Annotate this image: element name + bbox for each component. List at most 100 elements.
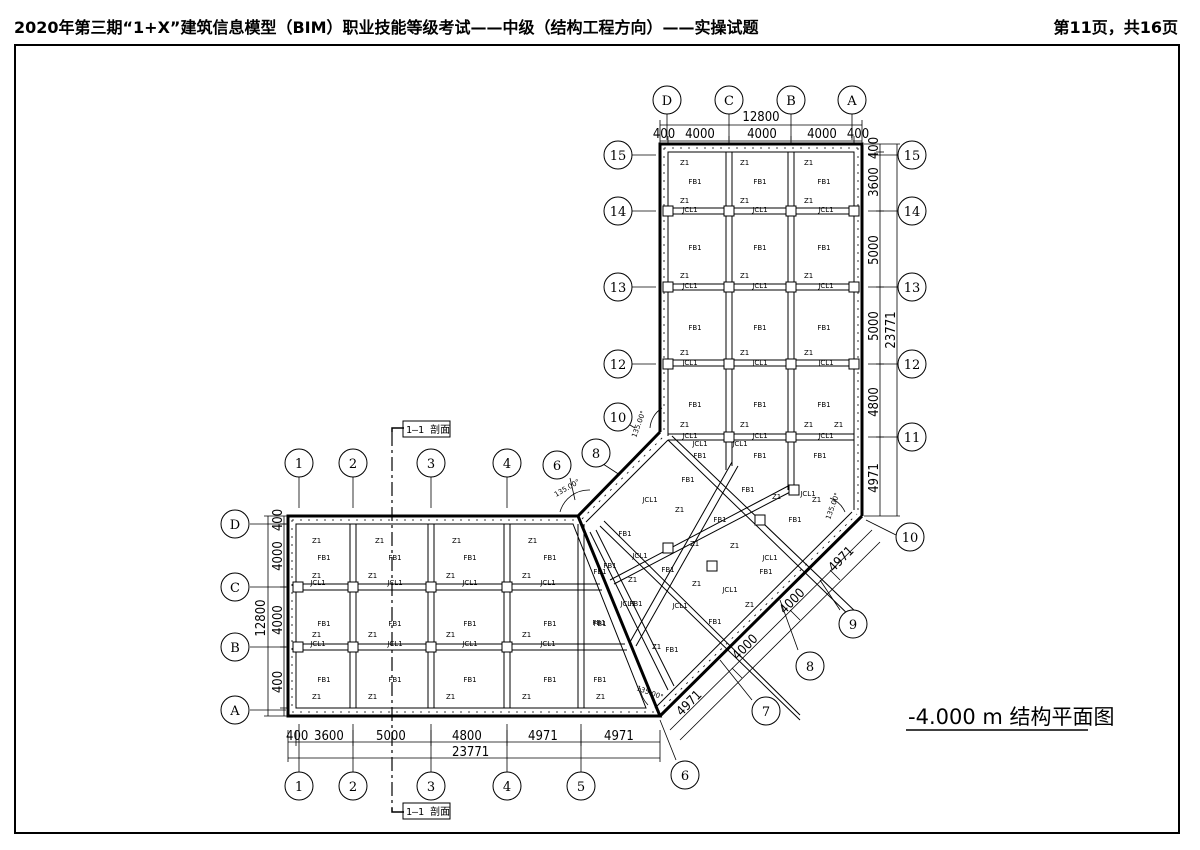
axis-bubble-diag-8: 8 — [806, 660, 814, 675]
dim-diag-0: 4971 — [674, 688, 706, 720]
beam-label-19: JCL1 — [817, 432, 833, 440]
dim-left-0: 400 — [271, 509, 286, 531]
column-label-10: Z1 — [446, 631, 455, 639]
slab-label-31: FB1 — [741, 486, 754, 494]
column-13 — [785, 358, 797, 370]
axis-bubble-left-10-circle — [603, 402, 633, 432]
beam-label-27: JCL1 — [721, 586, 737, 594]
slab-label-25: FB1 — [817, 401, 830, 409]
axis-bubble-left-D-circle — [220, 509, 250, 539]
axis-bubble-diag-7-circle — [751, 696, 781, 726]
axis-bubble-diag-8-circle — [795, 651, 825, 681]
axis-bubble-left-C-circle — [220, 572, 250, 602]
dim-top-total: 12800 — [742, 110, 779, 125]
column-10 — [723, 281, 735, 293]
dim-bottom-0: 400 — [286, 729, 308, 744]
axis-bubble-right-12-circle — [897, 349, 927, 379]
axis-bubble-top-3: 3 — [427, 457, 435, 472]
column-label-28: Z1 — [804, 349, 813, 357]
column-label-6: Z1 — [446, 572, 455, 580]
dim-top-3: 4000 — [807, 127, 837, 142]
axis-bubble-diag-top-8: 8 — [592, 447, 600, 462]
axis-bubble-right-10: 10 — [902, 531, 919, 546]
column-label-1: Z1 — [375, 537, 384, 545]
axis-bubble-diag-9: 9 — [849, 618, 857, 633]
plan-title: -4.000 m 结构平面图 — [908, 705, 1115, 729]
beam-label-20: JCL1 — [691, 440, 707, 448]
column-label-26: Z1 — [680, 349, 689, 357]
column-label-7: Z1 — [522, 572, 531, 580]
beam-label-7: JCL1 — [539, 640, 555, 648]
beam-label-25: JCL1 — [619, 600, 635, 608]
column-4 — [425, 641, 437, 653]
slab-label-0: FB1 — [317, 554, 330, 562]
angle-label-1: 135.00° — [635, 684, 664, 701]
angle-label-2: 135.00° — [630, 410, 647, 439]
slab-label-28: FB1 — [813, 452, 826, 460]
section-label-bottom: 1—1 剖面 — [406, 805, 450, 818]
slab-label-7: FB1 — [543, 620, 556, 628]
column-label-37: Z1 — [812, 496, 821, 504]
beam-label-1: JCL1 — [386, 579, 402, 587]
slab-label-10: FB1 — [388, 676, 401, 684]
axis-bubble-left-13: 13 — [610, 281, 627, 296]
beam-label-21: JCL1 — [731, 440, 747, 448]
column-label-22: Z1 — [804, 197, 813, 205]
slab-label-36: FB1 — [759, 568, 772, 576]
axis-bubble-diag-6-circle — [670, 760, 700, 790]
beam-label-3: JCL1 — [539, 579, 555, 587]
axis-bubble-top-6-circle — [542, 450, 572, 480]
column-label-16: Z1 — [596, 693, 605, 701]
dim-left-2: 4000 — [271, 605, 286, 635]
dim-top-1: 4000 — [685, 127, 715, 142]
slab-label-13: FB1 — [593, 676, 606, 684]
slab-label-12: FB1 — [543, 676, 556, 684]
axis-bubble-top-4-circle — [492, 448, 522, 478]
column-7 — [292, 641, 304, 653]
column-20 — [662, 358, 674, 370]
column-label-2: Z1 — [452, 537, 461, 545]
axis-bubble-right-10-circle — [895, 522, 925, 552]
column-label-35: Z1 — [730, 542, 739, 550]
dim-left-3: 400 — [271, 671, 286, 693]
column-21 — [848, 358, 860, 370]
axis-bubble-top-D-circle — [652, 85, 682, 115]
beam-label-24: JCL1 — [631, 552, 647, 560]
axis-bubble-top-B: B — [786, 94, 796, 109]
axis-bubble-bottom-1: 1 — [295, 780, 303, 795]
axis-bubble-bottom-5-circle — [566, 771, 596, 801]
slab-label-3: FB1 — [543, 554, 556, 562]
axis-bubble-bottom-1-circle — [284, 771, 314, 801]
column-8 — [723, 205, 735, 217]
axis-bubble-bottom-2: 2 — [349, 780, 357, 795]
column-5 — [501, 641, 513, 653]
slab-label-29: FB1 — [618, 530, 631, 538]
axis-bubble-left-A: A — [229, 704, 240, 719]
axis-bubble-top-2-circle — [338, 448, 368, 478]
beam-label-22: JCL1 — [799, 490, 815, 498]
slab-label-39: FB1 — [665, 646, 678, 654]
axis-bubble-bottom-4-circle — [492, 771, 522, 801]
column-11 — [785, 281, 797, 293]
column-label-19: Z1 — [804, 159, 813, 167]
slab-label-19: FB1 — [817, 244, 830, 252]
column-label-32: Z1 — [834, 421, 843, 429]
column-label-40: Z1 — [692, 580, 701, 588]
dim-right-1: 3600 — [867, 167, 882, 197]
dim-left-total: 12800 — [254, 599, 269, 636]
column-6 — [292, 581, 304, 593]
beam-label-17: JCL1 — [681, 432, 697, 440]
column-label-4: Z1 — [312, 572, 321, 580]
slab-label-8: FB1 — [593, 620, 606, 628]
slab-label-17: FB1 — [688, 244, 701, 252]
slab-label-26: FB1 — [693, 452, 706, 460]
dim-bottom-4: 4971 — [528, 729, 558, 744]
dim-bottom-1: 3600 — [314, 729, 344, 744]
beam-label-11: JCL1 — [681, 282, 697, 290]
dim-bottom-2: 5000 — [376, 729, 406, 744]
column-label-41: Z1 — [745, 601, 754, 609]
column-label-13: Z1 — [368, 693, 377, 701]
beam-label-5: JCL1 — [386, 640, 402, 648]
column-25 — [788, 484, 800, 496]
